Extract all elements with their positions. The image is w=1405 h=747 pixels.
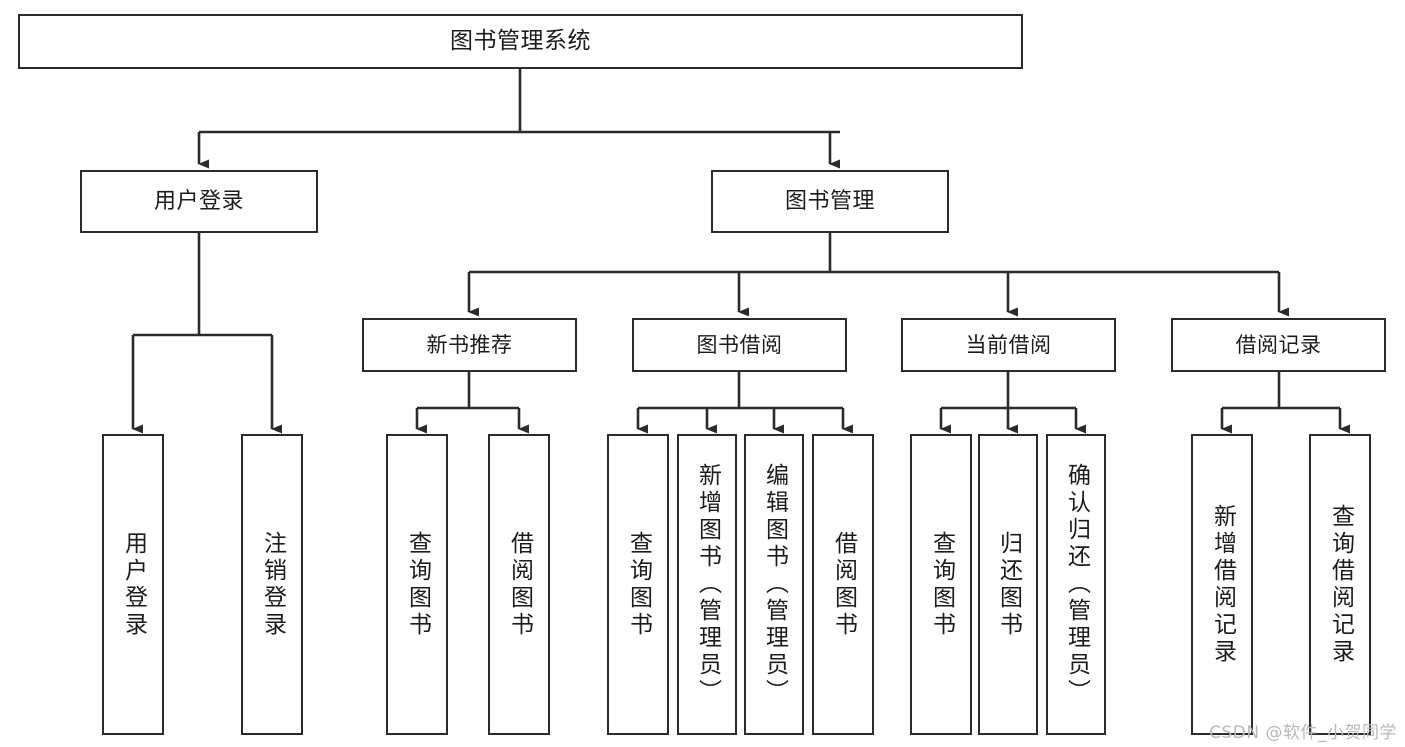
node-new-book-recommend[interactable]: 新书推荐 bbox=[362, 318, 577, 372]
node-leaf-label: 确认归还（管理员） bbox=[1063, 463, 1090, 706]
node-leaf-new-book-borrow[interactable]: 借阅图书 bbox=[488, 434, 550, 735]
node-book-management-label: 图书管理 bbox=[784, 188, 875, 214]
node-root-book-management-system[interactable]: 图书管理系统 bbox=[18, 14, 1023, 69]
node-borrow-record-label: 借阅记录 bbox=[1235, 332, 1322, 357]
node-leaf-label: 注销登录 bbox=[259, 530, 286, 639]
node-new-book-recommend-label: 新书推荐 bbox=[426, 332, 513, 357]
node-leaf-book-borrow-query[interactable]: 查询图书 bbox=[607, 434, 669, 735]
node-leaf-label: 新增图书（管理员） bbox=[694, 463, 721, 706]
node-leaf-current-borrow-query[interactable]: 查询图书 bbox=[910, 434, 972, 735]
node-user-login-label: 用户登录 bbox=[153, 188, 244, 214]
node-user-login[interactable]: 用户登录 bbox=[80, 170, 318, 233]
node-leaf-book-borrow-edit[interactable]: 编辑图书（管理员） bbox=[744, 434, 804, 735]
node-book-borrow-label: 图书借阅 bbox=[696, 332, 783, 357]
node-leaf-label: 查询图书 bbox=[404, 530, 431, 639]
node-leaf-borrow-record-add[interactable]: 新增借阅记录 bbox=[1191, 434, 1253, 735]
node-leaf-book-borrow-add[interactable]: 新增图书（管理员） bbox=[677, 434, 737, 735]
node-leaf-user-login-login[interactable]: 用户登录 bbox=[102, 434, 164, 735]
node-book-management[interactable]: 图书管理 bbox=[711, 170, 949, 233]
node-leaf-book-borrow-borrow[interactable]: 借阅图书 bbox=[812, 434, 874, 735]
node-current-borrow[interactable]: 当前借阅 bbox=[901, 318, 1116, 372]
node-borrow-record[interactable]: 借阅记录 bbox=[1171, 318, 1386, 372]
node-leaf-label: 查询借阅记录 bbox=[1327, 503, 1354, 666]
node-leaf-label: 新增借阅记录 bbox=[1209, 503, 1236, 666]
node-root-label: 图书管理系统 bbox=[450, 27, 591, 54]
node-leaf-label: 编辑图书（管理员） bbox=[761, 463, 788, 706]
node-leaf-current-borrow-return[interactable]: 归还图书 bbox=[978, 434, 1038, 735]
node-leaf-borrow-record-query[interactable]: 查询借阅记录 bbox=[1309, 434, 1371, 735]
node-leaf-label: 用户登录 bbox=[120, 530, 147, 639]
node-leaf-label: 查询图书 bbox=[928, 530, 955, 639]
csdn-watermark: CSDN @软件_小贺同学 bbox=[1209, 723, 1397, 743]
node-book-borrow[interactable]: 图书借阅 bbox=[632, 318, 847, 372]
node-leaf-user-login-logout[interactable]: 注销登录 bbox=[241, 434, 303, 735]
node-leaf-label: 借阅图书 bbox=[506, 530, 533, 639]
node-leaf-label: 借阅图书 bbox=[830, 530, 857, 639]
node-leaf-label: 归还图书 bbox=[995, 530, 1022, 639]
node-current-borrow-label: 当前借阅 bbox=[965, 332, 1052, 357]
node-leaf-current-borrow-confirm[interactable]: 确认归还（管理员） bbox=[1046, 434, 1106, 735]
node-leaf-new-book-query[interactable]: 查询图书 bbox=[386, 434, 448, 735]
node-leaf-label: 查询图书 bbox=[625, 530, 652, 639]
